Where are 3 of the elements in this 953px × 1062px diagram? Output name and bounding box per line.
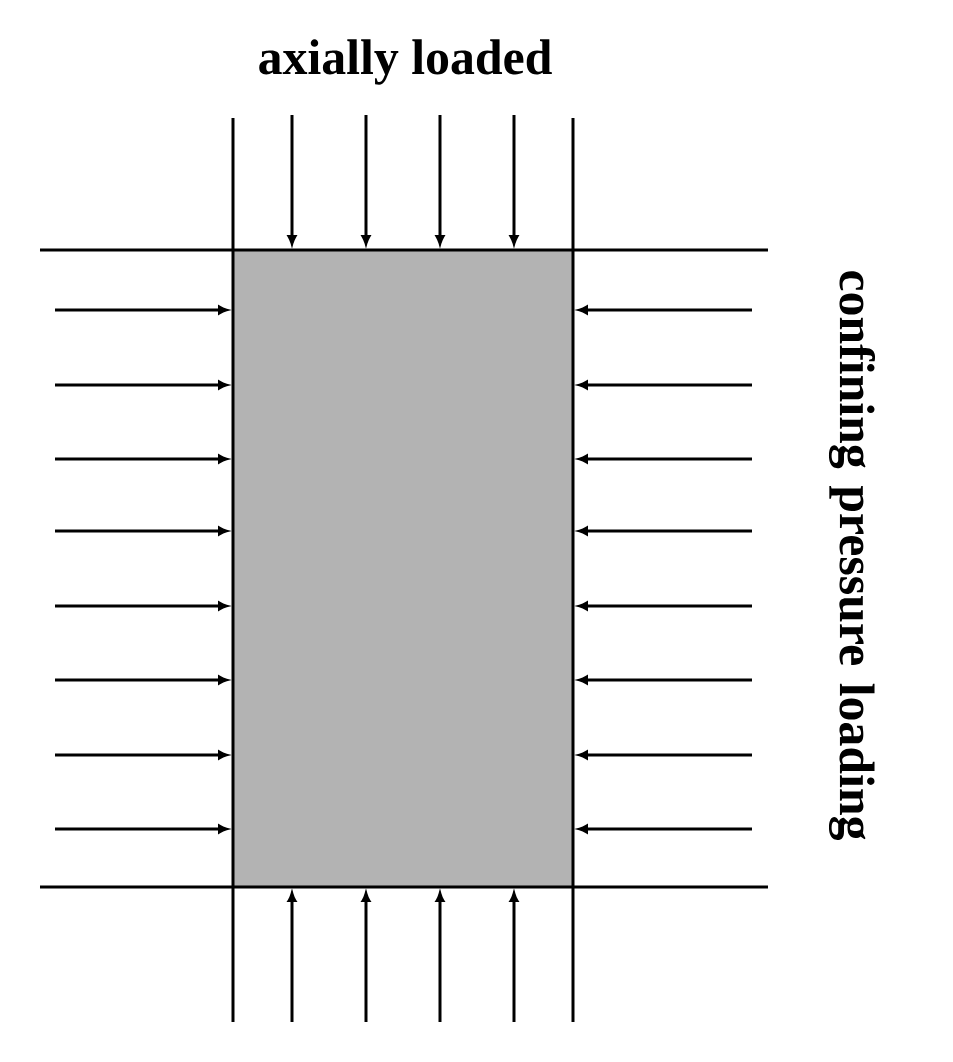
axial-load-label: axially loaded — [259, 39, 552, 85]
confining-pressure-label: confining pressure loading — [828, 271, 876, 841]
specimen-box — [233, 250, 573, 887]
